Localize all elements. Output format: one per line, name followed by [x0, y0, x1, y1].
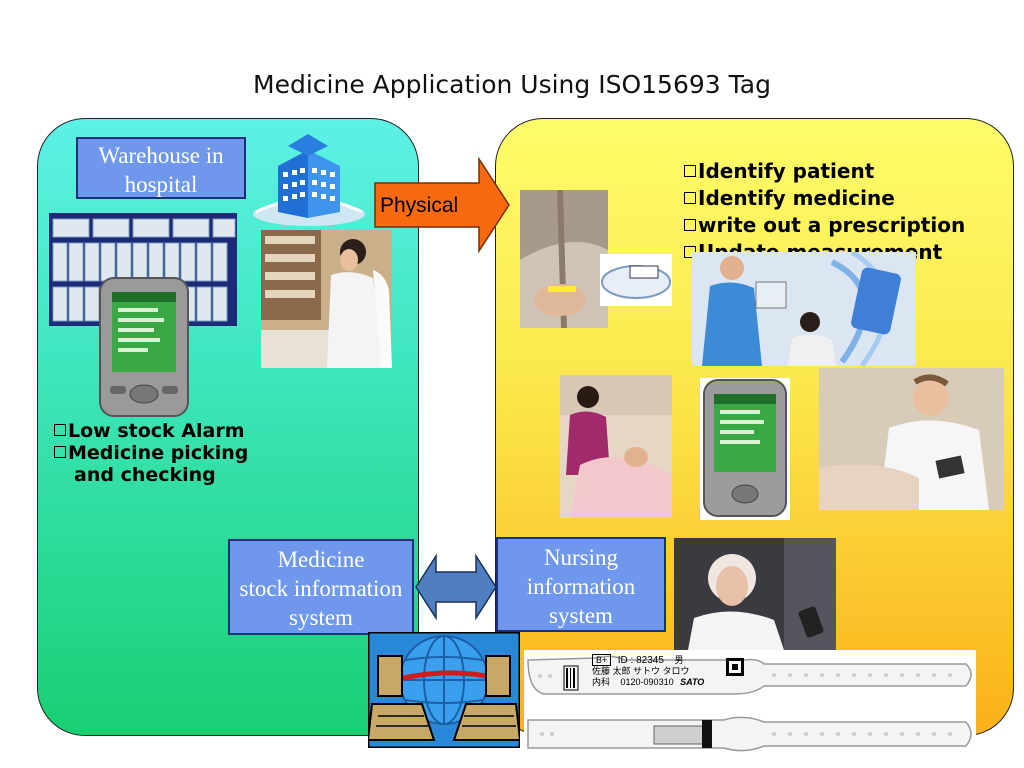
doctor-pda-photo — [819, 368, 1004, 510]
physical-arrow — [374, 157, 510, 253]
nursing-information-system-box: Nursing information system — [496, 537, 666, 632]
female-doctor-photo — [674, 538, 836, 650]
stock-line1: Medicine — [277, 547, 365, 572]
warehouse-label-box: Warehouse in hospital — [76, 137, 246, 199]
pda-icon — [700, 378, 790, 520]
wristband-shape — [527, 655, 972, 752]
warehouse-shelves-photo — [49, 213, 237, 326]
nursing-line1: Nursing — [543, 545, 619, 570]
warehouse-function-list: Low stock Alarm Medicine picking and che… — [54, 420, 248, 486]
page-title: Medicine Application Using ISO15693 Tag — [253, 70, 771, 99]
stock-line3: system — [289, 605, 353, 630]
checkbox-bullet-icon — [54, 446, 66, 458]
stock-line2: stock information — [239, 576, 403, 601]
medicine-stock-system-box: Medicine stock information system — [228, 539, 414, 635]
bullet-identify-medicine: Identify medicine — [684, 185, 965, 212]
bullet-identify-patient: Identify patient — [684, 158, 965, 185]
checkbox-bullet-icon — [684, 219, 696, 231]
bullet-medicine-picking: Medicine picking — [54, 442, 248, 464]
physical-label: Physical — [380, 194, 459, 217]
pda-icon — [99, 277, 189, 417]
nursing-line2: information — [526, 574, 636, 599]
warehouse-line1: Warehouse in — [98, 143, 224, 168]
checkbox-bullet-icon — [54, 424, 66, 436]
iv-drip-photo — [520, 190, 608, 328]
checkbox-bullet-icon — [684, 192, 696, 204]
pharmacist-photo — [261, 230, 392, 368]
wristband-text: B+ ID : 82345 男 佐藤 太郎 サトウ タロウ 内科 0120-09… — [592, 654, 705, 687]
bullet-low-stock: Low stock Alarm — [54, 420, 248, 442]
globe-network-icon — [368, 632, 520, 748]
checkbox-bullet-icon — [684, 165, 696, 177]
bullet-and-checking: and checking — [74, 464, 216, 486]
nursing-function-list: Identify patient Identify medicine write… — [684, 158, 965, 266]
bullet-prescription: write out a prescription — [684, 212, 965, 239]
warehouse-line2: hospital — [124, 172, 198, 197]
building-icon — [253, 134, 365, 226]
wristband-photo: B+ ID : 82345 男 佐藤 太郎 サトウ タロウ 内科 0120-09… — [524, 650, 976, 754]
doctor-equipment-photo — [692, 252, 916, 366]
nursing-line3: system — [549, 603, 613, 628]
nurse-patient-photo — [560, 375, 672, 518]
double-arrow — [415, 554, 497, 620]
wristband-tag-photo — [600, 254, 672, 306]
